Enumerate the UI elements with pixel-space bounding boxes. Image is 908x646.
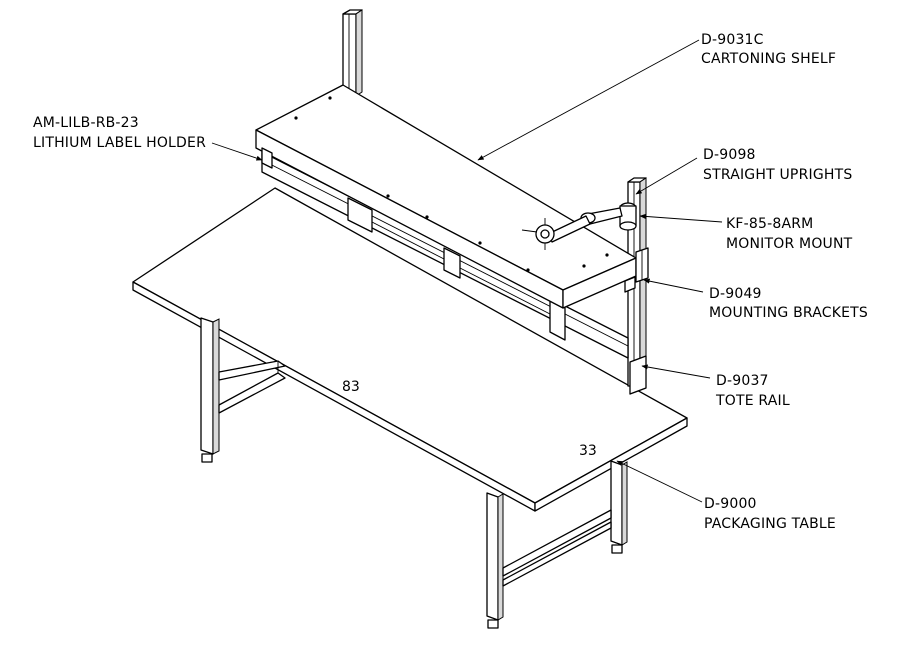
- shelf-mounting-holes: [294, 96, 609, 272]
- table-top: [132, 187, 688, 512]
- table-frame-left-rails: [218, 360, 286, 414]
- tote-rail-name: TOTE RAIL: [715, 393, 790, 409]
- table-leg-front-left: [200, 317, 220, 463]
- label-holder-part: AM-LILB-RB-23: [33, 115, 139, 131]
- mounting-bracket-right: [635, 247, 649, 283]
- monitor-mount-part: KF-85-8ARM: [726, 216, 813, 232]
- uprights-part: D-9098: [703, 147, 756, 163]
- length-dimension: 83: [342, 379, 360, 395]
- table-name: PACKAGING TABLE: [704, 516, 836, 532]
- table-leg-front-right: [486, 492, 504, 629]
- left-upright-post: [342, 9, 363, 97]
- callout-cartoning-shelf: D-9031C CARTONING SHELF: [701, 32, 836, 67]
- monitor-mount-name: MONITOR MOUNT: [726, 236, 853, 252]
- callout-uprights: D-9098 STRAIGHT UPRIGHTS: [703, 147, 852, 183]
- leader-lines: [211, 39, 723, 503]
- callout-monitor-mount: KF-85-8ARM MONITOR MOUNT: [726, 216, 853, 252]
- brackets-part: D-9049: [709, 286, 762, 302]
- table-frame-right-rails: [502, 509, 612, 587]
- callout-brackets: D-9049 MOUNTING BRACKETS: [709, 286, 868, 321]
- table-part: D-9000: [704, 496, 757, 512]
- callout-label-holder: AM-LILB-RB-23 LITHIUM LABEL HOLDER: [33, 115, 206, 151]
- monitor-mount-arm: [521, 202, 637, 250]
- label-holder-name: LITHIUM LABEL HOLDER: [33, 135, 206, 151]
- callout-table: D-9000 PACKAGING TABLE: [704, 496, 836, 532]
- cartoning-shelf-name: CARTONING SHELF: [701, 51, 836, 67]
- tote-rail-part: D-9037: [716, 373, 769, 389]
- brackets-name: MOUNTING BRACKETS: [709, 305, 868, 321]
- callout-tote-rail: D-9037 TOTE RAIL: [715, 373, 790, 409]
- table-leg-back-right: [610, 460, 628, 554]
- cartoning-shelf-part: D-9031C: [701, 32, 764, 48]
- depth-dimension: 33: [579, 443, 597, 459]
- uprights-name: STRAIGHT UPRIGHTS: [703, 167, 852, 183]
- tote-rail-bracket-right: [629, 355, 647, 395]
